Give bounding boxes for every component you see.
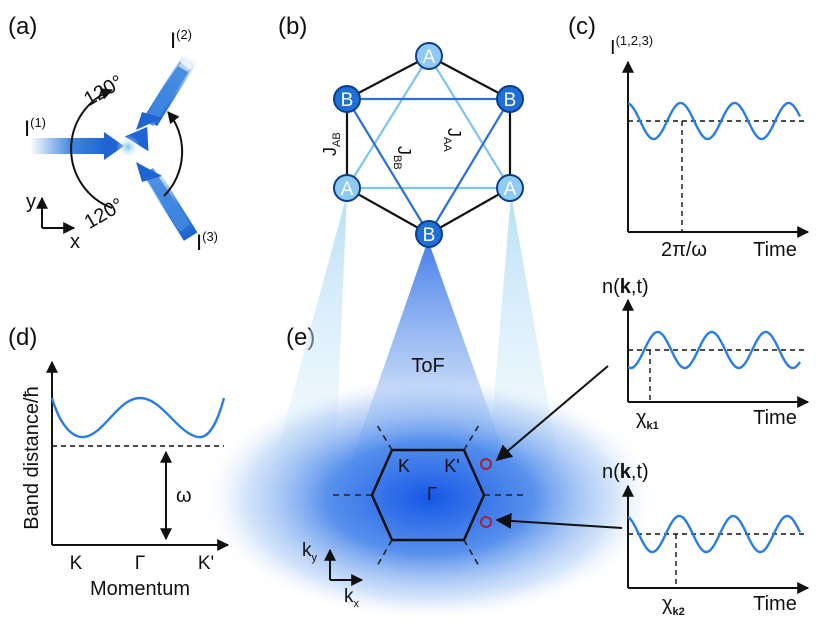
bz-K-label: K: [398, 456, 410, 476]
panel-label-b: (b): [278, 13, 307, 40]
tof-label: ToF: [411, 355, 444, 377]
d-ylabel: Band distance/ħ: [21, 386, 43, 529]
d-gap-label: ω: [176, 485, 192, 507]
hop-ab-label: JAB: [320, 132, 343, 156]
panel-a-beam-shapes: [136, 60, 192, 232]
bb-triangle: [345, 97, 512, 237]
connector-arrow-k2: [495, 512, 623, 529]
panel-c3-plot: n(k,t) χk2 Time: [602, 461, 810, 618]
d-tick-Kprime: K': [198, 553, 214, 574]
c-xlabel: Time: [753, 239, 797, 261]
site-a-right: A: [496, 174, 524, 202]
panel-c2-plot: n(k,t) χk1 Time: [602, 276, 810, 432]
panel-label-d: (d): [8, 324, 37, 351]
beam-3-body: [143, 168, 190, 232]
c-ylabel: I(1,2,3): [610, 33, 653, 59]
c2-density-curve: [627, 330, 801, 370]
k-point-marker-2: [480, 516, 492, 528]
site-b-left: B: [333, 85, 361, 113]
c3-xlabel: Time: [753, 593, 797, 615]
lattice-hexagon: [345, 54, 512, 236]
svg-text:A: A: [341, 179, 354, 200]
c-tick-label: 2π/ω: [661, 239, 707, 261]
site-b-right: B: [496, 85, 524, 113]
c2-tick-label: χk1: [636, 407, 659, 432]
arc-arrow-left: [70, 88, 114, 209]
svg-text:B: B: [423, 225, 436, 246]
ky-label: ky: [302, 540, 318, 564]
bz-gamma-label: Γ: [427, 484, 437, 504]
beam-1-label: I(1): [24, 115, 46, 141]
site-a-left: A: [333, 174, 361, 202]
beam-2-body: [143, 62, 190, 126]
axis-y-label: y: [26, 191, 36, 213]
beam-2-head: [136, 112, 162, 130]
svg-text:B: B: [504, 90, 517, 111]
beam-3-head: [136, 162, 162, 182]
hop-bb-label: JBB: [391, 146, 414, 170]
panel-label-c: (c): [568, 13, 596, 40]
angle-label-top: 120°: [80, 71, 127, 111]
beam-1: [30, 138, 106, 154]
beam-1-arrowhead: [104, 132, 124, 160]
d-xlabel: Momentum: [90, 578, 190, 600]
c3-tick-label: χk2: [662, 593, 685, 618]
aa-triangle: [345, 53, 512, 190]
c3-ylabel: n(k,t): [602, 461, 649, 483]
c2-xlabel: Time: [753, 407, 797, 429]
svg-text:A: A: [423, 47, 436, 68]
k-point-marker-1: [480, 458, 492, 470]
d-tick-K: K: [70, 553, 83, 574]
atom-cloud: [116, 135, 140, 159]
tof-cloud: [200, 373, 660, 623]
beam-2-label: I(2): [170, 27, 192, 53]
hop-aa-label: JAA: [441, 128, 464, 152]
c-intensity-curve: [627, 101, 802, 141]
angle-label-bottom: 120°: [81, 194, 128, 234]
d-band-distance-curve: [50, 396, 226, 439]
kx-label: kx: [344, 586, 360, 610]
arc-arrow-right: [163, 111, 184, 197]
c3-density-curve: [627, 514, 802, 554]
panel-d-plot: ω Band distance/ħ K Γ K' Momentum: [21, 360, 230, 600]
panel-c-plot: I(1,2,3) 2π/ω Time: [610, 33, 810, 261]
connector-arrow-k1: [495, 365, 609, 462]
beam-3-label: I(3): [196, 229, 218, 255]
site-a-top: A: [415, 42, 443, 70]
axis-x-label: x: [70, 231, 80, 253]
panel-label-a: (a): [8, 13, 37, 40]
d-tick-gamma: Γ: [135, 553, 145, 574]
svg-text:A: A: [504, 179, 517, 200]
svg-text:B: B: [341, 90, 354, 111]
site-b-bottom: B: [415, 220, 443, 248]
bz-Kprime-label: K': [444, 456, 459, 476]
c2-ylabel: n(k,t): [602, 276, 649, 298]
bz-dashed-extensions: [328, 424, 528, 567]
